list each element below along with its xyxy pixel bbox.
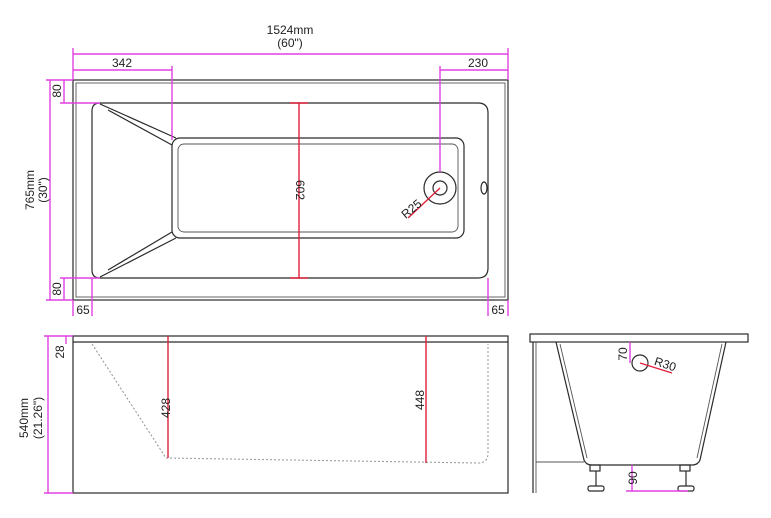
label-drain-radius: R25 <box>398 196 424 221</box>
label-height-in: (21.26") <box>31 397 45 439</box>
label-drain-offset: 230 <box>468 56 488 70</box>
foot-left-pad <box>587 485 605 492</box>
label-overall-length-in: (60") <box>277 36 303 50</box>
label-depth-left: 428 <box>159 398 173 418</box>
label-left-offset: 342 <box>112 56 132 70</box>
top-floor-inner <box>177 143 459 233</box>
foot-left-bracket <box>589 464 601 472</box>
top-basin-outline <box>91 102 489 279</box>
top-backrest <box>99 103 177 278</box>
label-overall-width-in: (30") <box>36 177 50 203</box>
foot-right-bracket <box>679 464 691 472</box>
label-overflow-radius: R30 <box>653 354 679 374</box>
dim-drain-radius <box>407 187 441 219</box>
foot-left <box>587 464 605 492</box>
side-body <box>555 341 727 466</box>
front-view: 540mm (21.26") 28 428 448 <box>17 335 509 494</box>
top-floor <box>171 137 465 239</box>
label-foot-height: 90 <box>626 471 640 485</box>
dim-overflow-radius <box>639 362 673 374</box>
label-rim-bottom: 80 <box>50 282 64 296</box>
overflow-hole <box>480 181 488 195</box>
label-right-rim: 65 <box>491 303 505 317</box>
top-outer-rim <box>72 79 509 301</box>
side-rim <box>529 333 749 343</box>
side-view: 70 R30 90 <box>529 333 749 493</box>
top-view: 1524mm (60") 342 230 765mm (30") 80 80 6… <box>23 23 509 317</box>
label-left-rim: 65 <box>76 303 90 317</box>
label-rim-thickness: 28 <box>53 345 67 359</box>
side-overflow <box>631 354 649 372</box>
label-inner-width: 602 <box>293 180 307 200</box>
front-outer <box>72 335 509 494</box>
top-inner-rim <box>75 82 506 298</box>
label-overall-width: 765mm <box>23 170 37 210</box>
foot-right-pad <box>677 485 695 492</box>
label-height: 540mm <box>17 398 31 438</box>
side-body-inner <box>559 343 723 459</box>
foot-right <box>677 464 695 492</box>
label-depth-right: 448 <box>413 390 427 410</box>
label-overflow-offset: 70 <box>616 347 630 361</box>
label-overall-length: 1524mm <box>267 23 314 37</box>
drain-inner <box>432 180 448 196</box>
front-basin-hidden <box>91 343 489 464</box>
label-rim-top: 80 <box>50 84 64 98</box>
